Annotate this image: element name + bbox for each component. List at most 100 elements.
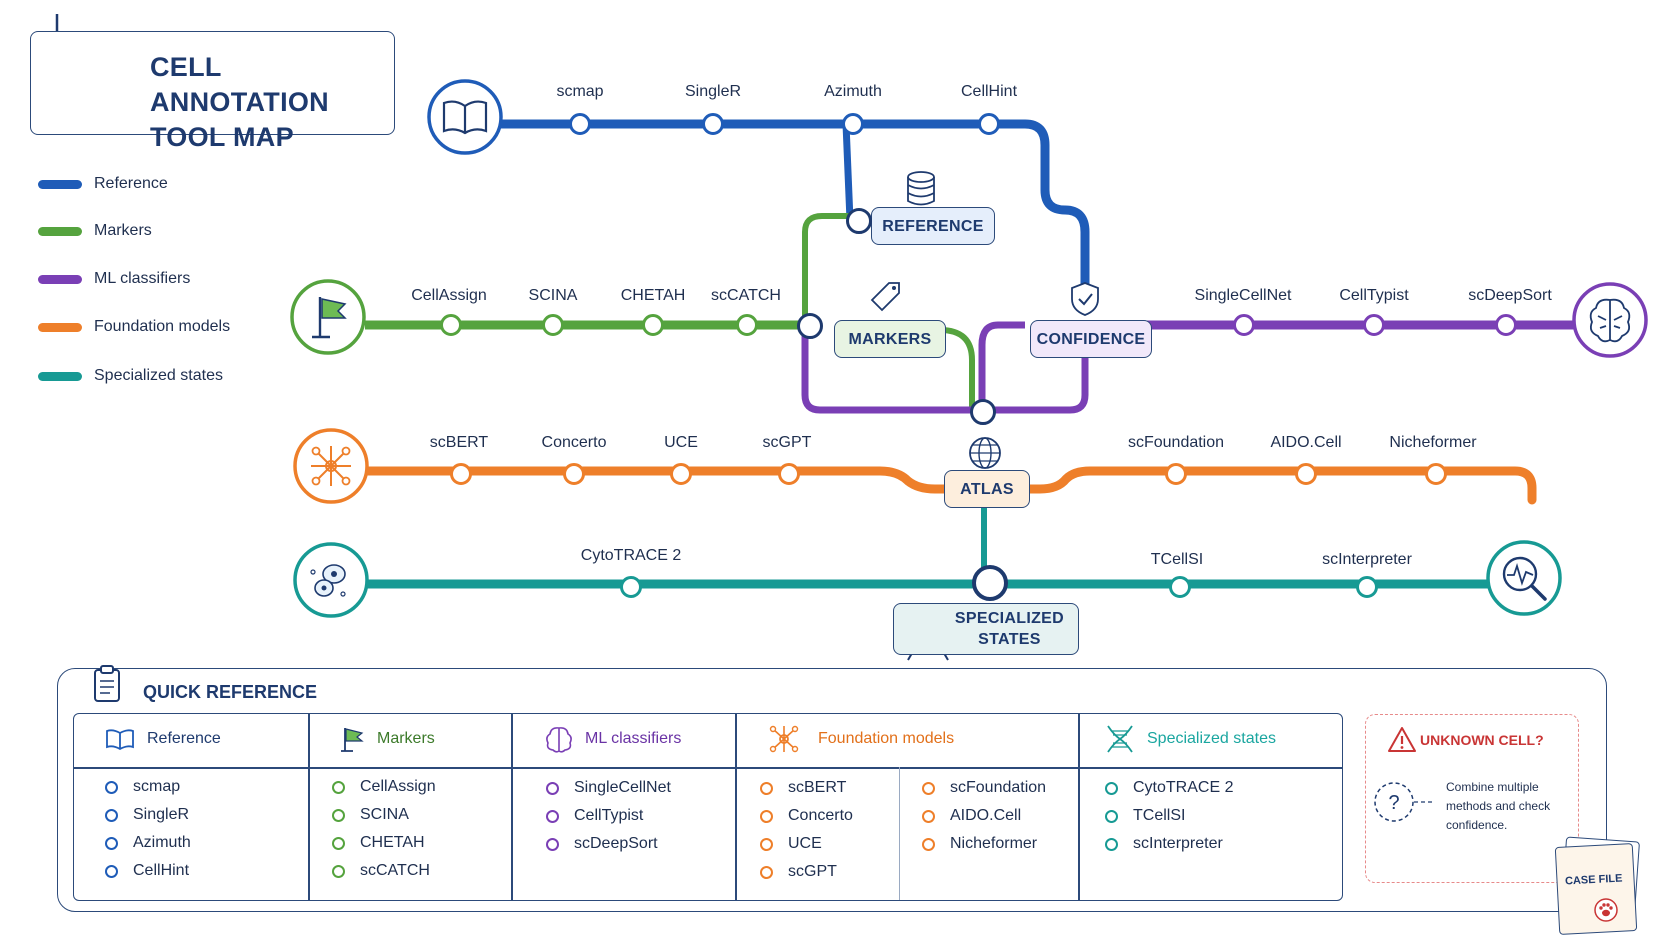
- station-label: scGPT: [762, 434, 812, 451]
- legend-item-ml-classifiers: ML classifiers: [38, 268, 190, 290]
- list-item: SingleCellNet: [546, 777, 671, 799]
- station-scmap[interactable]: [569, 113, 591, 135]
- list-item: CellHint: [105, 860, 189, 882]
- bullet-icon: [760, 865, 773, 879]
- station-scfoundation[interactable]: [1165, 463, 1187, 485]
- legend-label: Reference: [94, 175, 168, 192]
- column-header-foundation-models: Foundation models: [768, 723, 954, 755]
- book-icon: [106, 729, 134, 750]
- station-uce[interactable]: [670, 463, 692, 485]
- list-item-label: scGPT: [788, 863, 837, 880]
- flag-icon: [290, 279, 366, 355]
- atlas-interchange-node[interactable]: [970, 399, 996, 425]
- bullet-icon: [332, 864, 345, 878]
- legend-swatch: [38, 371, 82, 381]
- hub-label: MARKERS: [848, 330, 932, 348]
- legend-label: Foundation models: [94, 318, 231, 335]
- bullet-icon: [922, 781, 935, 795]
- list-item: Nicheformer: [922, 833, 1037, 855]
- unknown-cell-title: UNKNOWN CELL?: [1420, 732, 1544, 748]
- station-azimuth[interactable]: [842, 113, 864, 135]
- station-celltypist[interactable]: [1363, 314, 1385, 336]
- bullet-icon: [760, 781, 773, 795]
- station-scinterpreter[interactable]: [1356, 576, 1378, 598]
- station-label: CellAssign: [411, 287, 487, 304]
- legend-label: Specialized states: [94, 367, 223, 384]
- legend-swatch: [38, 226, 82, 236]
- bullet-icon: [105, 836, 118, 850]
- bullet-icon: [1105, 837, 1118, 851]
- legend-label: Markers: [94, 222, 152, 239]
- list-item-label: Nicheformer: [950, 835, 1038, 852]
- station-tcellsi[interactable]: [1169, 576, 1191, 598]
- markers-connector-up: [802, 213, 850, 325]
- confidence-hub[interactable]: CONFIDENCE: [1030, 320, 1152, 358]
- station-concerto[interactable]: [563, 463, 585, 485]
- station-chetah[interactable]: [642, 314, 664, 336]
- list-item: scFoundation: [922, 777, 1046, 799]
- warning-icon: [1388, 727, 1416, 752]
- station-label: scBERT: [429, 434, 489, 451]
- list-item: Azimuth: [105, 832, 191, 854]
- station-cellassign[interactable]: [440, 314, 462, 336]
- station-scgpt[interactable]: [778, 463, 800, 485]
- station-label: scmap: [556, 83, 604, 100]
- quick-reference-panel: [57, 668, 1607, 912]
- shield-check-icon: [1071, 282, 1099, 316]
- station-label: TCellSI: [1150, 551, 1204, 568]
- station-label: Nicheformer: [1389, 434, 1477, 451]
- station-cellhint[interactable]: [978, 113, 1000, 135]
- reference-line: [465, 119, 1090, 303]
- station-label: Azimuth: [824, 83, 882, 100]
- markers-interchange-node[interactable]: [797, 313, 823, 339]
- list-item: SingleR: [105, 804, 189, 826]
- column-header-label: Reference: [147, 730, 221, 747]
- bullet-icon: [105, 808, 118, 822]
- station-label: UCE: [664, 434, 698, 451]
- station-label: SingleCellNet: [1194, 287, 1292, 304]
- legend-item-foundation-models: Foundation models: [38, 316, 230, 338]
- station-singler[interactable]: [702, 113, 724, 135]
- station-nicheformer[interactable]: [1425, 463, 1447, 485]
- reference-interchange-node[interactable]: [846, 208, 872, 234]
- list-item-label: scmap: [133, 778, 181, 795]
- station-scdeepsort[interactable]: [1495, 314, 1517, 336]
- station-label: scInterpreter: [1322, 551, 1412, 568]
- specialized-hub[interactable]: SPECIALIZED STATES: [893, 603, 1079, 655]
- station-sccatch[interactable]: [736, 314, 758, 336]
- svg-text:?: ?: [1388, 792, 1399, 814]
- station-aido-cell[interactable]: [1295, 463, 1317, 485]
- list-item-label: Concerto: [788, 807, 853, 824]
- brain-icon: [546, 727, 572, 753]
- bullet-icon: [105, 864, 118, 878]
- column-header-label: Markers: [377, 730, 435, 747]
- station-scina[interactable]: [542, 314, 564, 336]
- legend-item-markers: Markers: [38, 220, 152, 242]
- list-item: scCATCH: [332, 860, 430, 882]
- list-item-label: CellHint: [133, 862, 190, 879]
- legend-label: ML classifiers: [94, 270, 191, 287]
- dna-icon: [1107, 725, 1133, 753]
- bullet-icon: [1105, 781, 1118, 795]
- legend-swatch: [38, 322, 82, 332]
- station-label: AIDO.Cell: [1270, 434, 1342, 451]
- question-icon: ?: [1374, 782, 1432, 822]
- list-item-label: CellTypist: [574, 807, 644, 824]
- station-label: scCATCH: [711, 287, 781, 304]
- list-item-label: scDeepSort: [574, 835, 658, 852]
- station-label: scFoundation: [1127, 434, 1225, 451]
- list-item: CytoTRACE 2: [1105, 777, 1233, 799]
- reference-hub[interactable]: REFERENCE: [871, 207, 995, 245]
- station-singlecellnet[interactable]: [1233, 314, 1255, 336]
- station-label: SCINA: [528, 287, 578, 304]
- bullet-icon: [922, 809, 935, 823]
- station-cytotrace-2[interactable]: [620, 576, 642, 598]
- specialized-interchange-node[interactable]: [972, 565, 1008, 601]
- station-scbert[interactable]: [450, 463, 472, 485]
- atlas-hub[interactable]: ATLAS: [944, 470, 1030, 508]
- list-item-label: scCATCH: [360, 862, 430, 879]
- markers-hub[interactable]: MARKERS: [834, 320, 946, 358]
- column-header-label: Foundation models: [818, 730, 955, 747]
- unknown-cell-box: [1365, 714, 1579, 883]
- quick-reference-table: [73, 713, 1343, 901]
